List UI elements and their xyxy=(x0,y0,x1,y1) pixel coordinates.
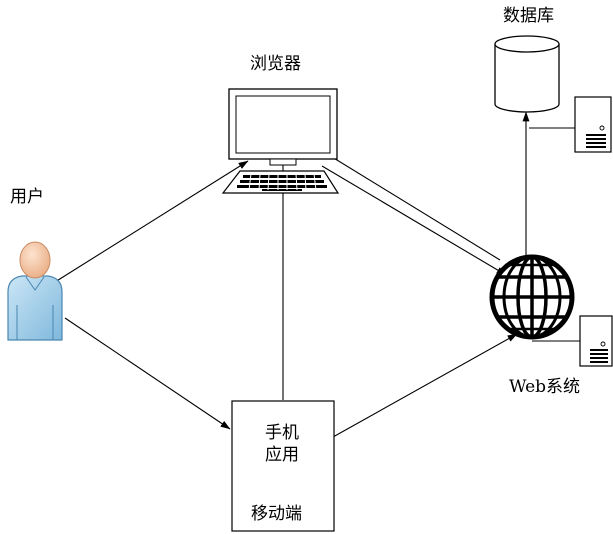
mobile-to-web-arrow xyxy=(332,333,518,438)
mobile-app-label: 手机应用 xyxy=(265,423,299,465)
user-to-mobile-arrow xyxy=(64,317,231,430)
user-label: 用户 xyxy=(10,187,44,207)
web-to-browser-arrow xyxy=(318,148,501,261)
mobile-end-label: 移动端 xyxy=(251,504,302,524)
connections xyxy=(54,111,580,438)
globe-icon xyxy=(489,254,575,340)
user-to-browser-arrow xyxy=(54,160,249,283)
database-label: 数据库 xyxy=(503,6,554,26)
user-icon xyxy=(7,241,63,341)
computer-icon xyxy=(221,88,340,194)
web-system-label: Web系统 xyxy=(509,377,581,397)
database-icon xyxy=(494,35,560,113)
mobile-client-box xyxy=(231,400,335,532)
browser-label: 浏览器 xyxy=(250,54,301,74)
browser-to-web-arrow xyxy=(321,165,507,276)
server-icon xyxy=(574,96,612,153)
server-icon xyxy=(579,315,613,367)
